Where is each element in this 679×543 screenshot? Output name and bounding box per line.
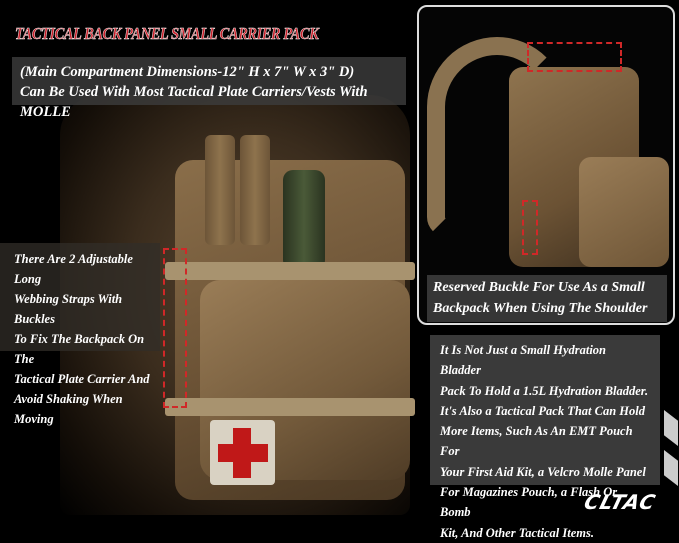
inset-pouch bbox=[579, 157, 669, 267]
inset-caption: Reserved Buckle For Use As a Small Backp… bbox=[427, 275, 667, 323]
highlight-buckle-box bbox=[527, 42, 622, 72]
page-title: TACTICAL BACK PANEL SMALL CARRIER PACK bbox=[15, 24, 319, 44]
caption-line: Reserved Buckle For Use As a Small bbox=[433, 280, 645, 295]
note-line: Avoid Shaking When Moving bbox=[14, 392, 123, 426]
note-line: Your First Aid Kit, a Velcro Molle Panel bbox=[440, 464, 646, 479]
note-line: Tactical Plate Carrier And bbox=[14, 372, 150, 386]
decorative-chevron-icon bbox=[664, 450, 678, 486]
description-box: It Is Not Just a Small Hydration Bladder… bbox=[430, 335, 660, 540]
caption-line: Backpack When Using The Shoulder Strap bbox=[433, 301, 648, 323]
webbing-strap bbox=[165, 398, 415, 416]
note-line: There Are 2 Adjustable Long bbox=[14, 252, 133, 286]
magazine-pouch bbox=[240, 135, 270, 245]
decorative-chevron-icon bbox=[664, 410, 678, 446]
note-line: Pack To Hold a 1.5L Hydration Bladder. bbox=[440, 383, 649, 398]
brand-logo: CLTAC bbox=[581, 490, 659, 514]
shoulder-strap-inset: Reserved Buckle For Use As a Small Backp… bbox=[417, 5, 675, 325]
note-line: More Items, Such As An EMT Pouch For bbox=[440, 424, 633, 459]
note-line: To Fix The Backpack On The bbox=[14, 332, 145, 366]
highlight-buckle-box bbox=[522, 200, 538, 255]
strap-note-box: There Are 2 Adjustable Long Webbing Stra… bbox=[0, 243, 160, 426]
highlight-strap-box bbox=[163, 248, 187, 408]
note-line: It's Also a Tactical Pack That Can Hold bbox=[440, 403, 645, 418]
note-line: Webbing Straps With Buckles bbox=[14, 292, 123, 326]
red-cross-icon bbox=[218, 444, 268, 462]
magazine-pouch bbox=[205, 135, 235, 245]
spray-bottle bbox=[283, 170, 325, 270]
compatibility-line: Can Be Used With Most Tactical Plate Car… bbox=[20, 84, 368, 120]
dimensions-box: (Main Compartment Dimensions-12" H x 7" … bbox=[12, 57, 406, 120]
webbing-strap bbox=[165, 262, 415, 280]
note-line: Kit, And Other Tactical Items. bbox=[440, 525, 594, 540]
note-line: It Is Not Just a Small Hydration Bladder bbox=[440, 343, 607, 378]
dimensions-line: (Main Compartment Dimensions-12" H x 7" … bbox=[20, 64, 355, 80]
